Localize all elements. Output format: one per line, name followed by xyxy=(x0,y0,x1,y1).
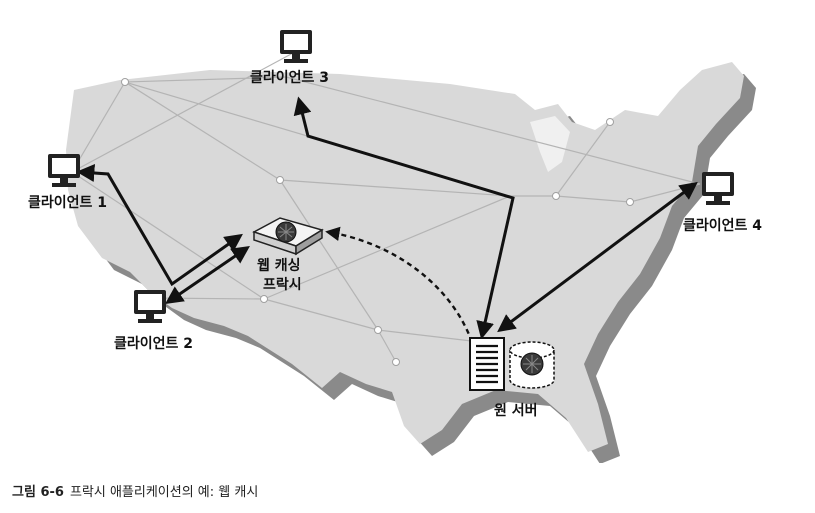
arrow-server-to-proxy-dashed xyxy=(325,226,474,343)
server-tower-icon xyxy=(469,337,505,391)
client-2-computer-monitor-icon xyxy=(134,290,166,323)
client-2-label: 클라이언트 2 xyxy=(114,335,193,352)
server-label: 원 서버 xyxy=(494,402,538,419)
client-1-label: 클라이언트 1 xyxy=(28,194,107,211)
client-4-label: 클라이언트 4 xyxy=(683,217,762,234)
figure-number: 그림 6-6 xyxy=(12,485,64,500)
database-cylinder-icon xyxy=(509,341,555,389)
client-3-label: 클라이언트 3 xyxy=(250,69,329,86)
great-lakes-shape xyxy=(530,116,570,172)
proxy-label-line1: 웹 캐싱 xyxy=(257,258,301,274)
caption-text: 프락시 애플리케이션의 예: 웹 캐시 xyxy=(69,485,259,500)
client-1-computer-monitor-icon xyxy=(48,154,80,187)
arrow-client4-server xyxy=(497,181,698,333)
request-arrows xyxy=(76,96,698,340)
figure-caption: 그림 6-6 프락시 애플리케이션의 예: 웹 캐시 xyxy=(12,481,258,500)
arrow-client2-proxy xyxy=(165,245,250,305)
network-diagram: 클라이언트 3 클라이언트 1 클라이언트 2 클라이언트 4 웹 캐싱 프락시 xyxy=(28,30,762,463)
figure-frame: 클라이언트 3 클라이언트 1 클라이언트 2 클라이언트 4 웹 캐싱 프락시 xyxy=(10,12,803,463)
cache-proxy-box-icon xyxy=(252,217,324,256)
proxy-label-line2: 프락시 xyxy=(263,277,302,293)
client-3-computer-monitor-icon xyxy=(280,30,312,63)
client-4-computer-monitor-icon xyxy=(702,172,734,205)
